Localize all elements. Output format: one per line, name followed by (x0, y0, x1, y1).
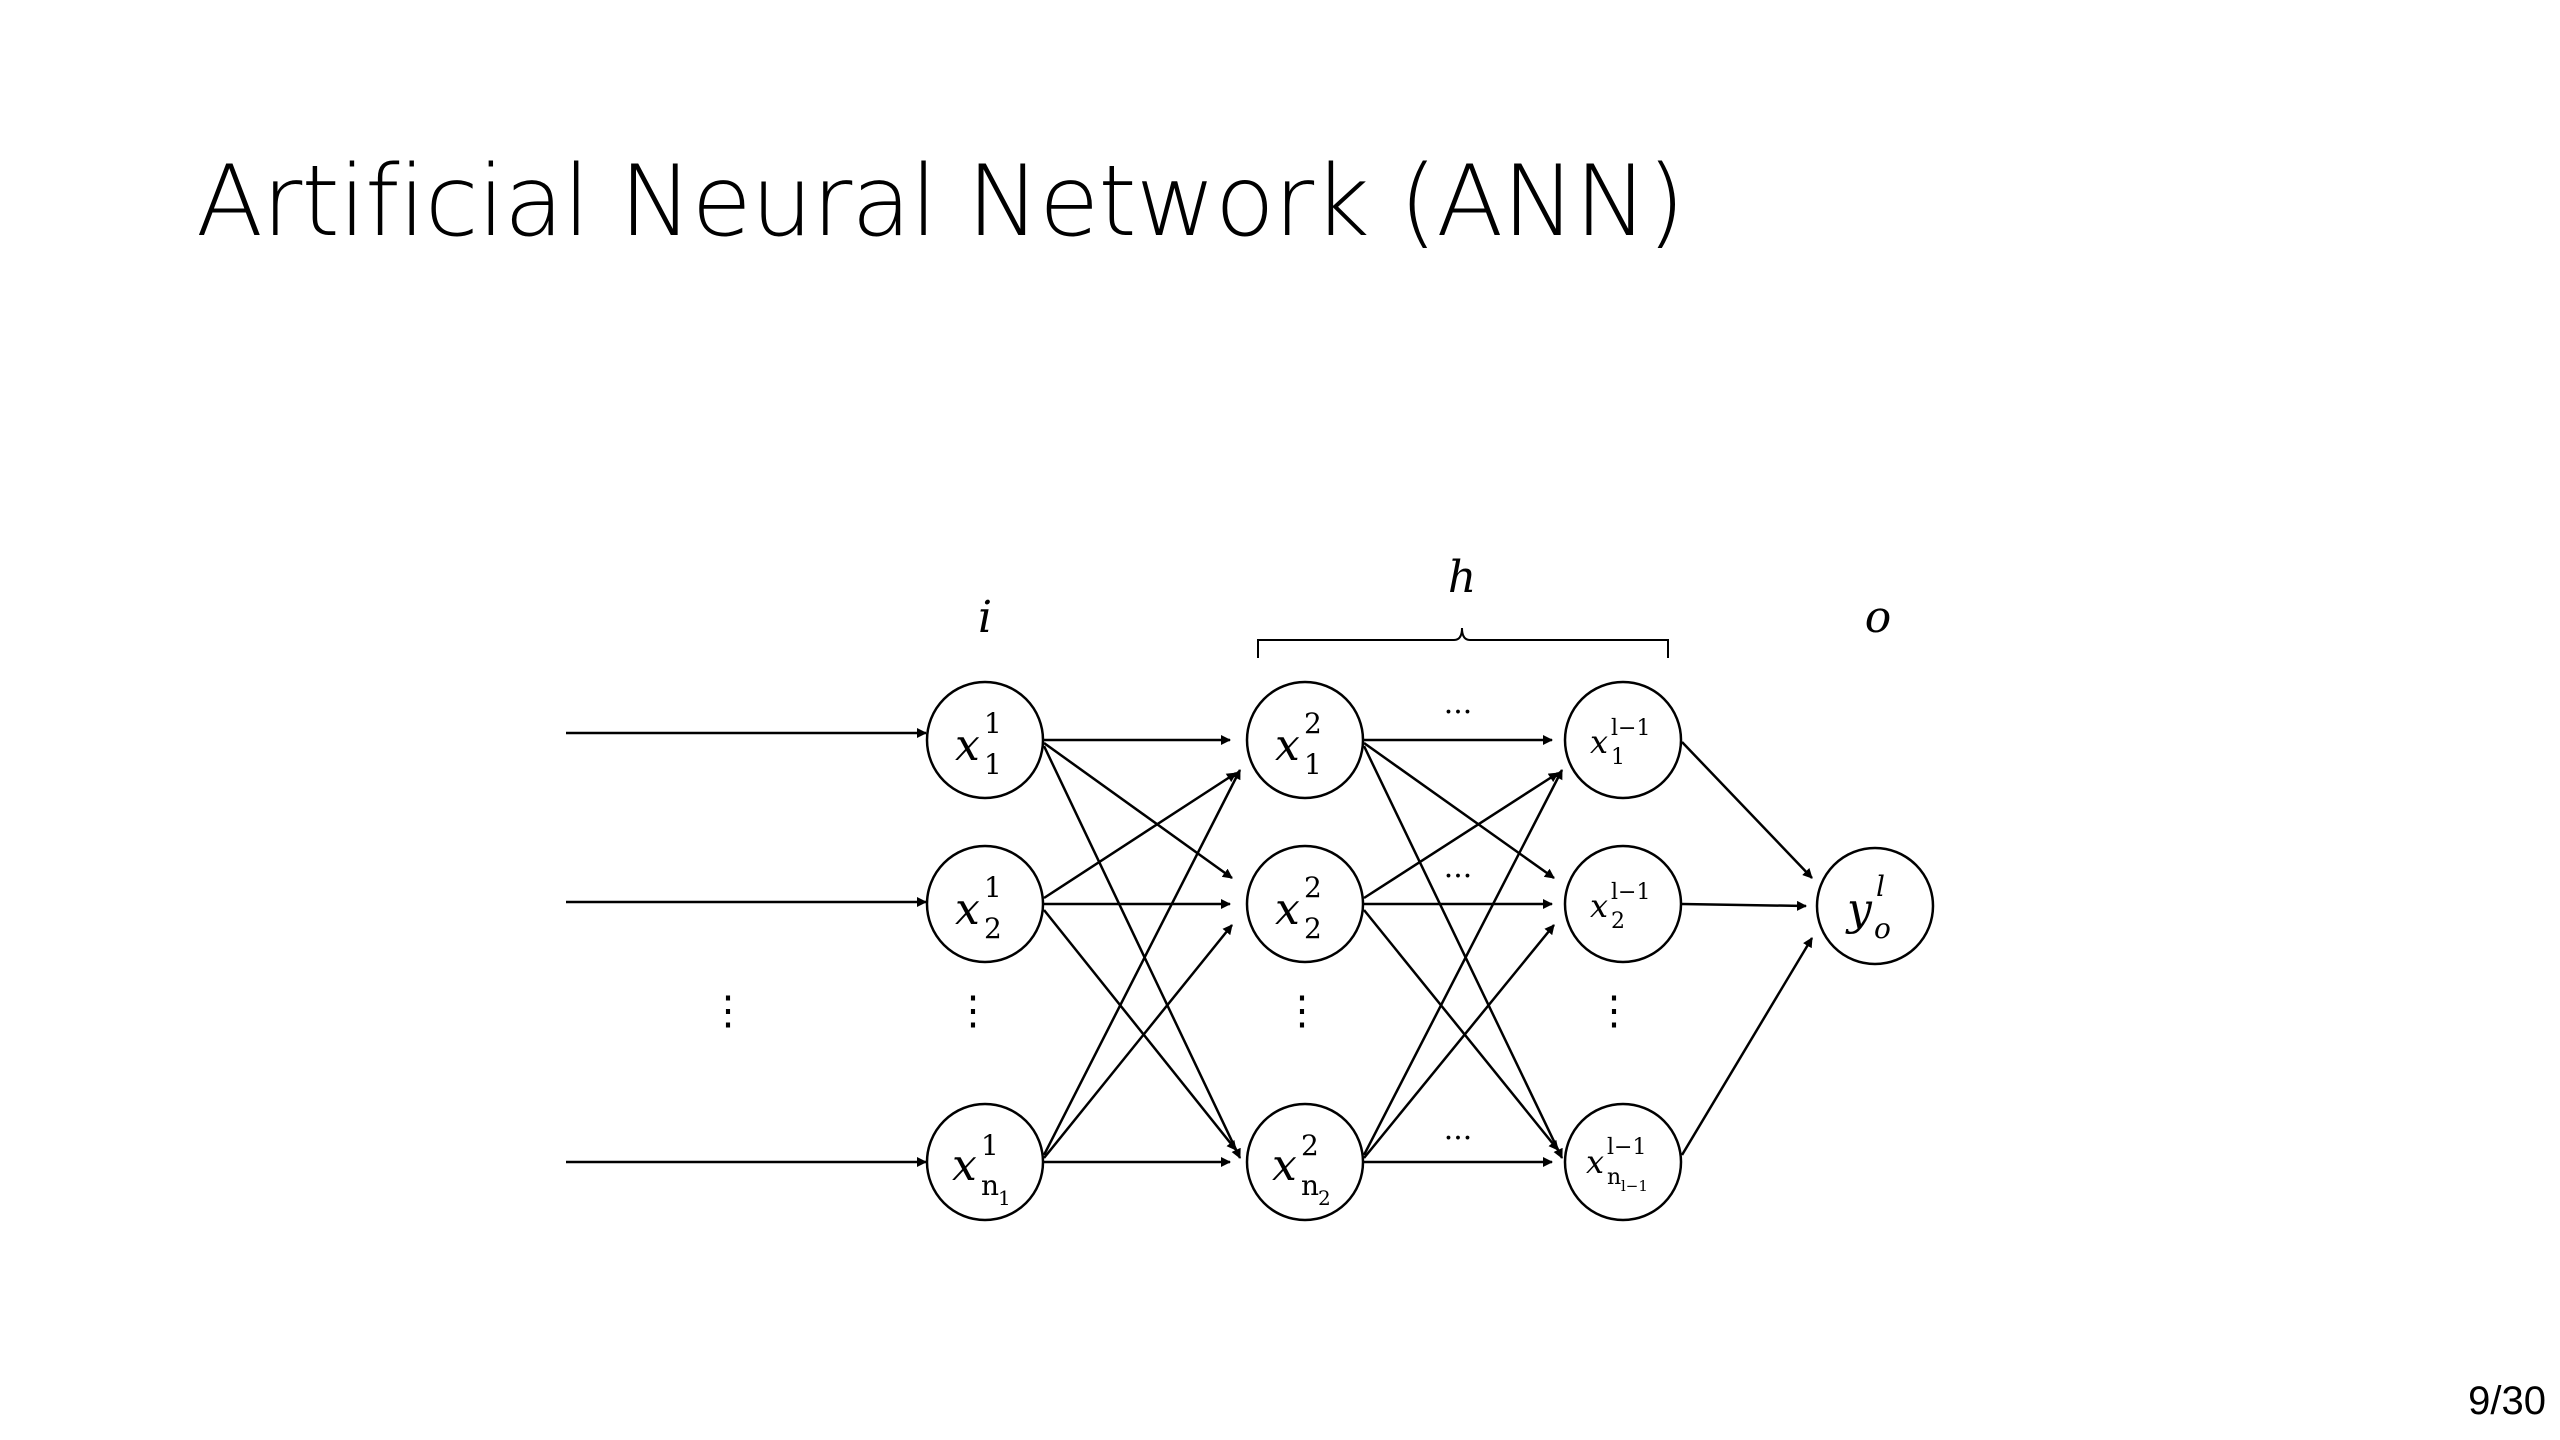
connection (1042, 745, 1242, 1159)
hidden-ellipsis-middle: ··· (1444, 859, 1473, 894)
hidden1-node: x 2 n 2 (1245, 1102, 1365, 1222)
svg-text:l−1: l−1 (1611, 880, 1650, 905)
svg-text:2: 2 (1611, 909, 1625, 934)
svg-text:1: 1 (984, 748, 1002, 781)
output-node: y l o (1815, 846, 1935, 966)
svg-text:1: 1 (984, 871, 1002, 904)
svg-text:2: 2 (984, 912, 1002, 945)
svg-text:l−1: l−1 (1611, 716, 1650, 741)
hidden1-node: x 2 1 (1245, 680, 1365, 800)
connection (1363, 741, 1555, 880)
svg-text:l−1: l−1 (1607, 1135, 1646, 1160)
svg-text:x: x (1590, 723, 1608, 761)
svg-text:x: x (1275, 884, 1300, 935)
svg-text:2: 2 (1318, 1186, 1331, 1210)
svg-text:1: 1 (984, 707, 1002, 740)
svg-text:o: o (1874, 912, 1891, 945)
svg-text:n: n (1607, 1165, 1621, 1190)
hidden1-node: x 2 2 (1245, 844, 1365, 964)
svg-text:2: 2 (1304, 871, 1322, 904)
svg-text:1: 1 (981, 1129, 999, 1162)
hidden-layer-label: h (1448, 552, 1476, 603)
connection (1363, 909, 1559, 1151)
hidden-layer-brace (1257, 627, 1669, 658)
svg-text:x: x (1586, 1143, 1604, 1181)
svg-text:1: 1 (1611, 745, 1625, 770)
connection (1362, 769, 1564, 1156)
page-number: 9/30 (2468, 1379, 2546, 1423)
connections (566, 728, 1814, 1167)
svg-text:2: 2 (1304, 707, 1322, 740)
svg-text:x: x (1590, 887, 1608, 925)
hidden-last-node: x l−1 n l−1 (1563, 1102, 1683, 1222)
svg-text:l−1: l−1 (1621, 1177, 1648, 1195)
svg-text:n: n (1301, 1169, 1319, 1202)
svg-text:x: x (955, 720, 980, 771)
connection (1043, 909, 1237, 1151)
svg-text:x: x (955, 884, 980, 935)
vertical-ellipsis-input-layer: ⋮ (953, 988, 993, 1034)
svg-text:n: n (981, 1169, 999, 1202)
svg-text:1: 1 (998, 1186, 1011, 1210)
connection (1042, 769, 1242, 1156)
connection (1681, 900, 1807, 911)
connection (1362, 745, 1564, 1159)
svg-text:l: l (1876, 870, 1885, 903)
connection (1680, 937, 1814, 1156)
svg-text:1: 1 (1304, 748, 1322, 781)
svg-text:x: x (952, 1140, 977, 1191)
connection (1043, 771, 1237, 900)
vertical-ellipsis-hidden-last: ⋮ (1594, 988, 1634, 1034)
connection (1363, 771, 1559, 900)
hidden-ellipsis-top: ··· (1444, 695, 1473, 730)
hidden-ellipsis-bottom: ··· (1444, 1121, 1473, 1156)
hidden-last-node: x l−1 2 (1563, 844, 1683, 964)
connection (1681, 741, 1813, 879)
output-layer-label: o (1865, 592, 1892, 643)
connection (1043, 741, 1233, 880)
input-layer-label: i (978, 592, 992, 643)
connection (1363, 924, 1555, 1159)
vertical-ellipsis-inputs: ⋮ (708, 988, 748, 1034)
input-node: x 1 2 (925, 844, 1045, 964)
svg-text:2: 2 (1304, 912, 1322, 945)
slide-title: Artificial Neural Network (ANN) (196, 145, 1685, 259)
hidden-last-node: x l−1 1 (1563, 680, 1683, 800)
svg-text:x: x (1275, 720, 1300, 771)
svg-text:y: y (1845, 884, 1873, 935)
svg-text:x: x (1272, 1140, 1297, 1191)
vertical-ellipsis-hidden1: ⋮ (1282, 988, 1322, 1034)
input-node: x 1 n 1 (925, 1102, 1045, 1222)
connection (1043, 924, 1233, 1159)
svg-text:2: 2 (1301, 1129, 1319, 1162)
input-node: x 1 1 (925, 680, 1045, 800)
